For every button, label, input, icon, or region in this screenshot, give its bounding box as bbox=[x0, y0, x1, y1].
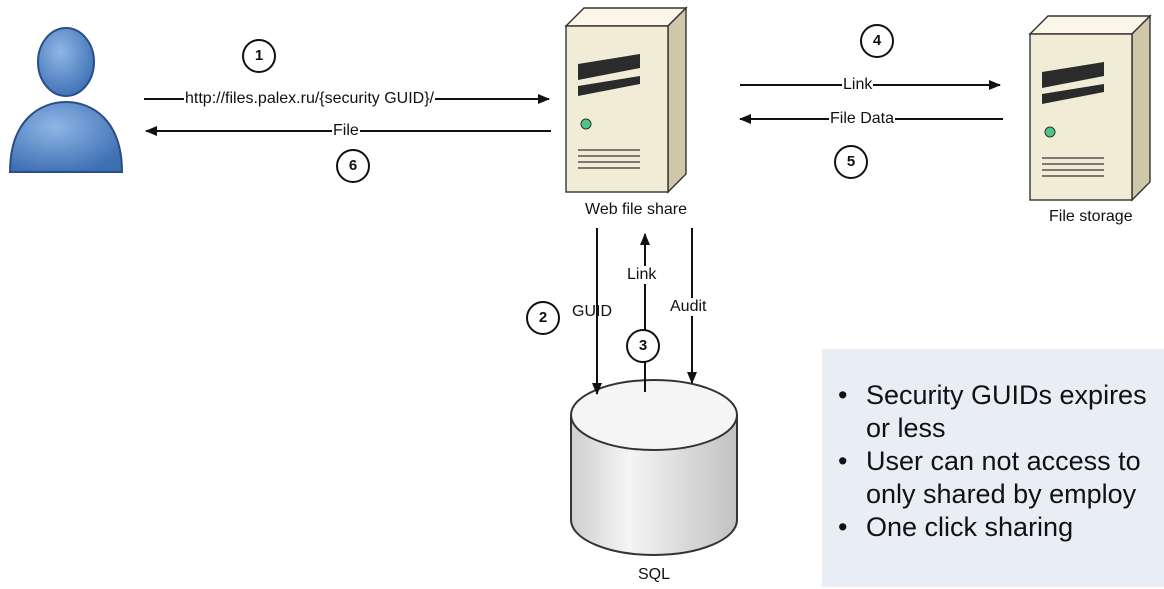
note-item: Security GUIDs expires or less bbox=[822, 379, 1164, 445]
database-label: SQL bbox=[638, 566, 671, 583]
step-6-marker: 6 bbox=[336, 149, 370, 183]
notes-panel: Security GUIDs expires or less User can … bbox=[822, 349, 1164, 587]
step-1-marker: 1 bbox=[242, 39, 276, 73]
storage-server-icon bbox=[1029, 15, 1151, 201]
step-2-marker: 2 bbox=[526, 301, 560, 335]
file-data-label: File Data bbox=[829, 110, 896, 128]
step-5-marker: 5 bbox=[834, 145, 868, 179]
storage-server-label: File storage bbox=[1049, 208, 1133, 225]
user-icon bbox=[8, 27, 124, 173]
note-item: User can not access to only shared by em… bbox=[822, 445, 1164, 511]
link-to-storage-label: Link bbox=[842, 76, 874, 94]
guid-label: GUID bbox=[572, 303, 612, 320]
web-server-label: Web file share bbox=[585, 201, 687, 218]
notes-list: Security GUIDs expires or less User can … bbox=[822, 379, 1164, 544]
step-4-marker: 4 bbox=[860, 24, 894, 58]
database-icon bbox=[570, 379, 738, 556]
link-from-sql-label: Link bbox=[626, 266, 658, 284]
note-item: One click sharing bbox=[822, 511, 1164, 544]
audit-label: Audit bbox=[669, 298, 708, 316]
file-response-label: File bbox=[332, 122, 360, 140]
request-label: http://files.palex.ru/{security GUID}/ bbox=[184, 90, 435, 108]
step-3-marker: 3 bbox=[626, 329, 660, 363]
web-server-icon bbox=[565, 7, 687, 193]
